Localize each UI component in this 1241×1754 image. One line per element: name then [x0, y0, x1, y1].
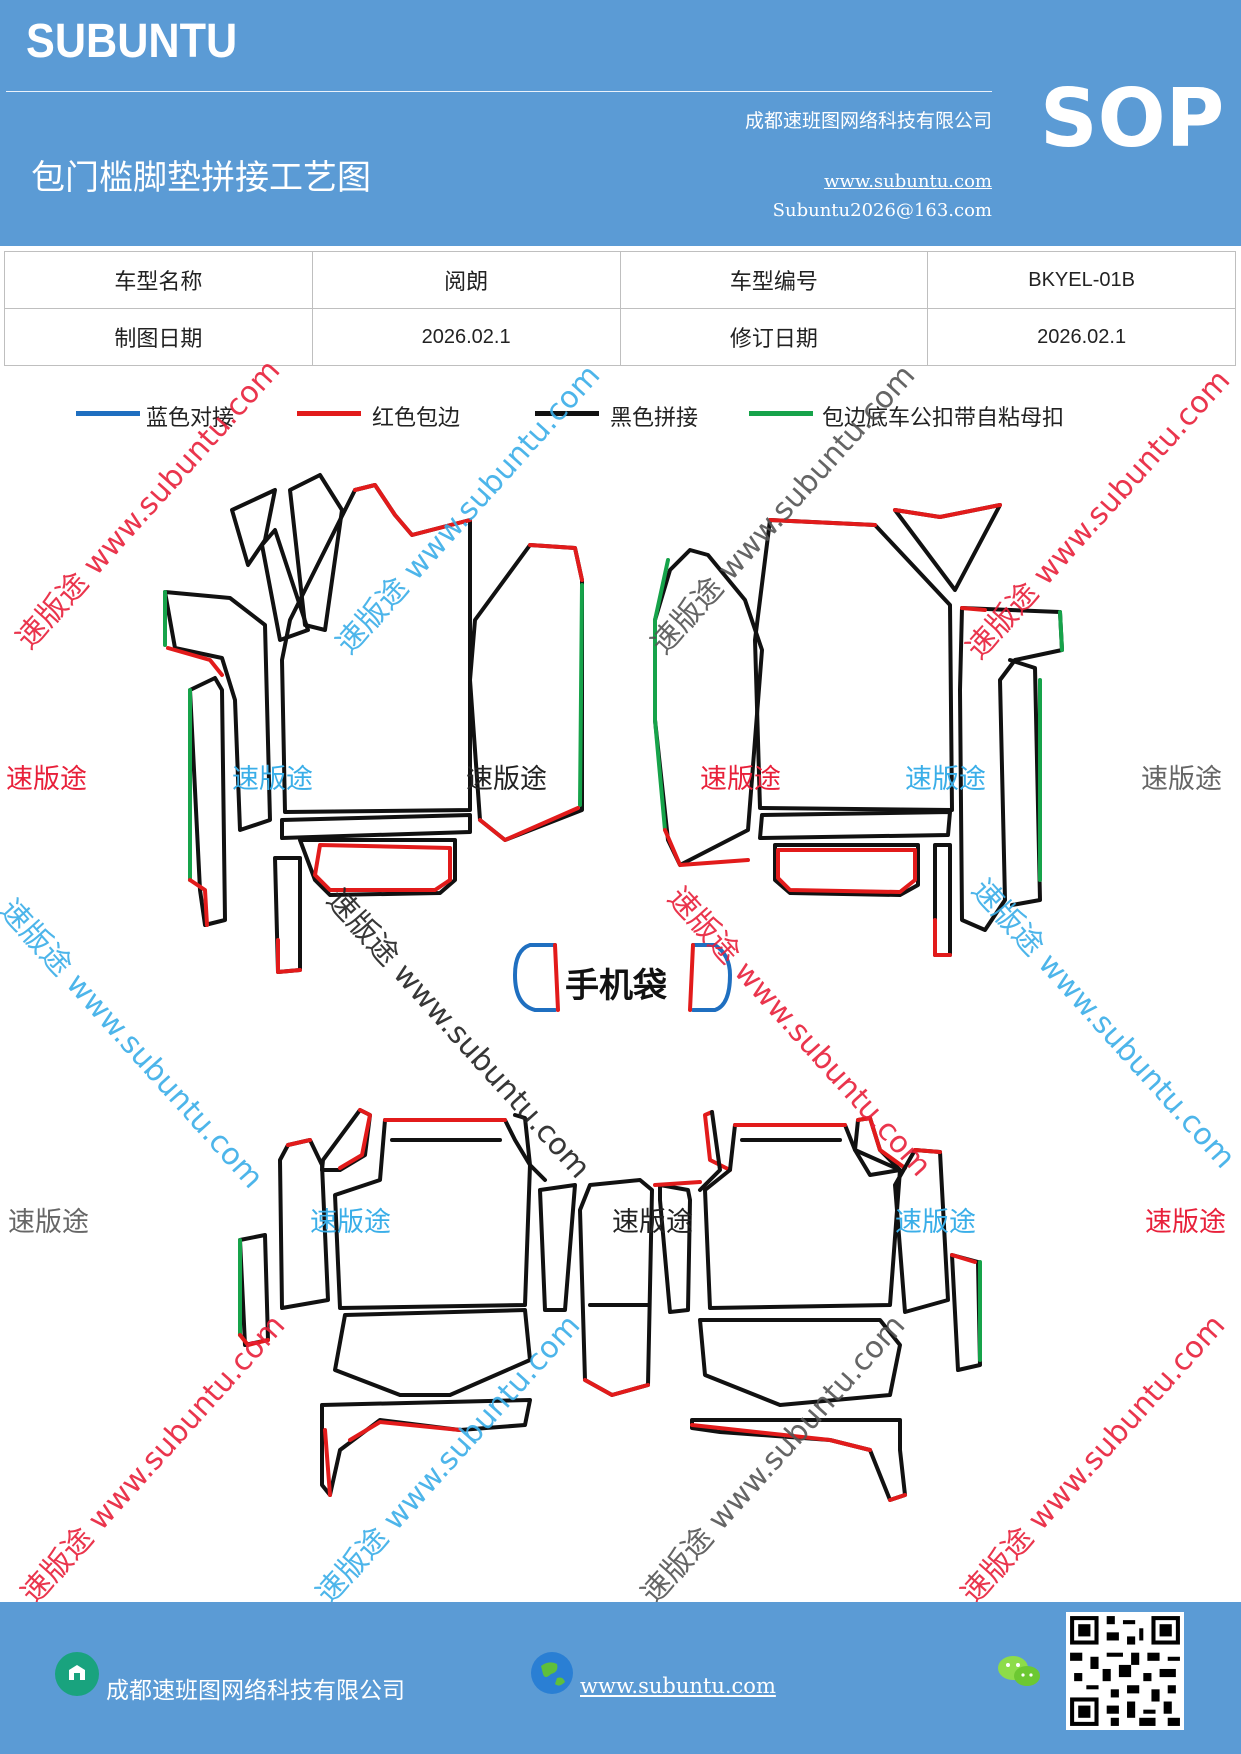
header-divider	[6, 91, 992, 92]
draw-date-value: 2026.02.1	[311, 308, 621, 366]
footer-company: 成都速班图网络科技有限公司	[106, 1678, 405, 1704]
qr-code	[1066, 1612, 1184, 1730]
model-code-label: 车型编号	[619, 251, 929, 309]
legend-swatch-red	[297, 411, 361, 416]
legend-label-green: 包边底车公扣带自粘母扣	[822, 406, 1065, 431]
legend-swatch-black	[535, 411, 599, 416]
wechat-icon	[996, 1652, 1042, 1692]
middle-mat-group	[578, 1178, 702, 1397]
watermark: 速版途	[6, 764, 87, 795]
header-band	[0, 0, 1241, 246]
legend-label-red: 红色包边	[372, 406, 461, 431]
watermark: 速版途	[700, 764, 781, 795]
watermark: 速版途	[612, 1207, 693, 1238]
phone-bag-shapes	[513, 943, 732, 1012]
legend-label-black: 黑色拼接	[610, 406, 699, 431]
model-name-value: 阅朗	[311, 251, 621, 309]
watermark: 速版途	[8, 1207, 89, 1238]
legend-swatch-green	[749, 411, 813, 416]
header-website-link[interactable]: www.subuntu.com	[824, 171, 992, 192]
legend: 蓝色对接 红色包边 黑色拼接 包边底车公扣带自粘母扣	[0, 400, 1241, 440]
watermark: 速版途	[310, 1207, 391, 1238]
globe-icon	[529, 1650, 575, 1696]
revision-date-value: 2026.02.1	[927, 308, 1236, 366]
rear-right-mat-group	[690, 1110, 982, 1502]
footer-website-link[interactable]: www.subuntu.com	[580, 1674, 776, 1698]
model-code-value: BKYEL-01B	[927, 251, 1236, 309]
watermark: 速版途	[895, 1207, 976, 1238]
page-title: 包门槛脚垫拼接工艺图	[31, 158, 371, 198]
company-building-icon	[55, 1652, 99, 1696]
phone-bag-label: 手机袋	[565, 966, 667, 1006]
draw-date-label: 制图日期	[4, 308, 313, 366]
front-right-mat-group	[653, 503, 1064, 957]
brand-logo: SUBUNTU	[26, 15, 238, 68]
model-name-label: 车型名称	[4, 251, 313, 309]
rear-left-mat-group	[238, 1108, 577, 1497]
sop-label: SOP	[1040, 72, 1225, 165]
legend-swatch-blue	[76, 411, 140, 416]
revision-date-label: 修订日期	[619, 308, 929, 366]
watermark: 速版途	[1141, 764, 1222, 795]
header-company: 成都速班图网络科技有限公司	[744, 110, 992, 132]
legend-label-blue: 蓝色对接	[146, 406, 235, 431]
watermark: 速版途	[232, 764, 313, 795]
header-email: Subuntu2026@163.com	[772, 200, 992, 221]
info-table: 车型名称 阅朗 车型编号 BKYEL-01B 制图日期 2026.02.1 修订…	[4, 251, 1236, 366]
watermark: 速版途	[1145, 1207, 1226, 1238]
mat-splicing-diagram	[163, 473, 1064, 1502]
table-row: 制图日期 2026.02.1 修订日期 2026.02.1	[4, 308, 1236, 366]
watermark: 速版途	[466, 764, 547, 795]
table-row: 车型名称 阅朗 车型编号 BKYEL-01B	[4, 251, 1236, 309]
front-left-mat-group	[163, 473, 584, 974]
watermark: 速版途	[905, 764, 986, 795]
